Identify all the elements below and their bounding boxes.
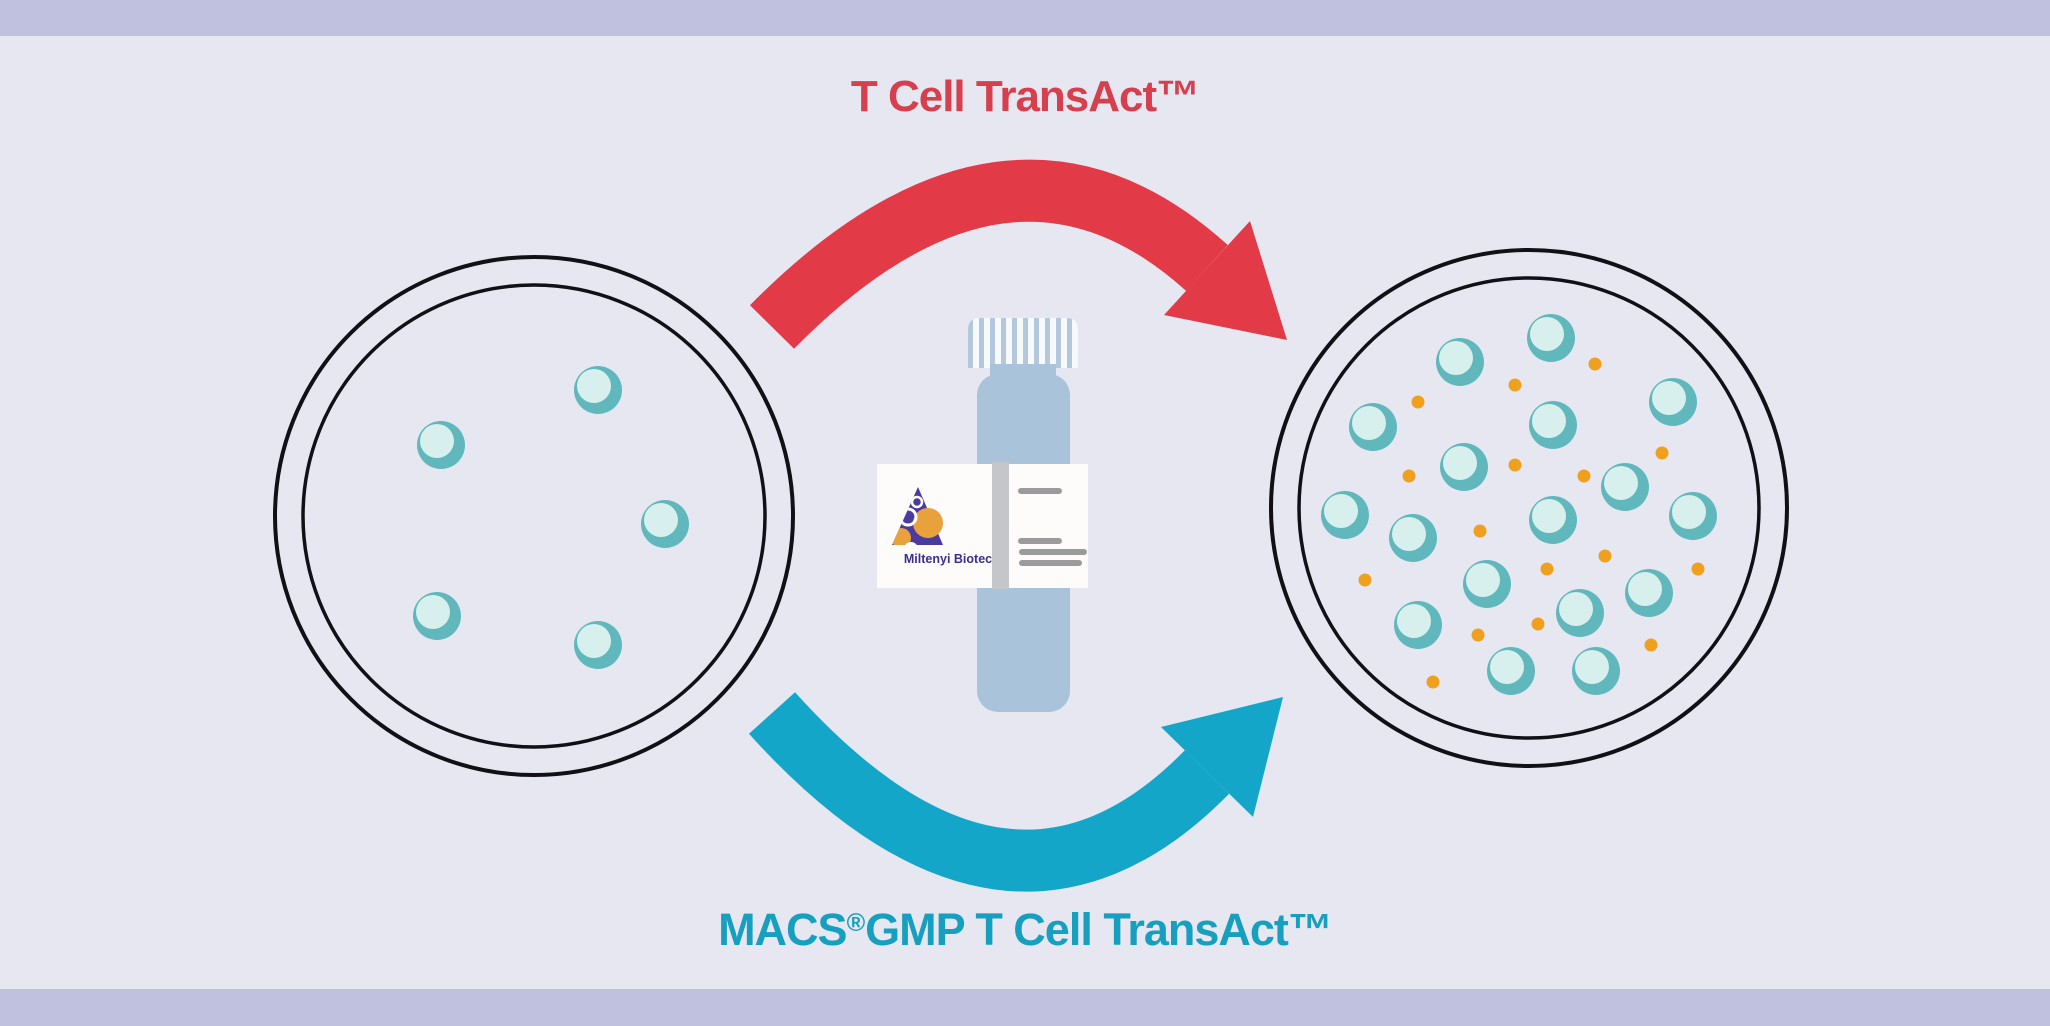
t-cell-inner [1439,341,1473,375]
petri-dish-inner-ring [301,283,767,749]
transact-reagent-dot [1691,562,1705,576]
t-cell-inner [416,595,450,629]
transact-reagent-dot [1473,524,1487,538]
t-cell-inner [1672,495,1706,529]
vial-label-fold [992,462,1009,589]
petri-dish-outer-ring [273,255,795,777]
registered-mark: ® [846,909,866,937]
t-cell-inner [1559,592,1593,626]
transact-reagent-dot [1577,469,1591,483]
red-arrow-band [749,159,1228,349]
t-cell-inner [420,424,454,458]
t-cell-inner [1575,650,1609,684]
transact-reagent-dot [1531,617,1545,631]
petri-dish-before [273,255,795,777]
red-arrow-head [1164,221,1287,340]
t-cell-inner [1530,317,1564,351]
teal-curved-arrow [748,692,1283,892]
bottom-banner-bar [0,989,2050,1026]
t-cell-inner [1652,381,1686,415]
t-cell-inner [1397,604,1431,638]
petri-dish-outer-ring [1269,248,1789,768]
transact-reagent-dot [1540,562,1554,576]
transact-reagent-dot [1402,469,1416,483]
transact-reagent-dot [1471,628,1485,642]
label-text-line [1019,560,1082,566]
t-cell-inner [1466,563,1500,597]
transact-reagent-dot [1358,573,1372,587]
transact-reagent-dot [1588,357,1602,371]
t-cell-inner [1324,494,1358,528]
logo-text: Miltenyi Biotec [904,552,992,566]
t-cell-inner [1532,404,1566,438]
transact-reagent-dot [1508,458,1522,472]
petri-dish-inner-ring [1297,276,1761,740]
t-cell-inner [1490,650,1524,684]
logo-orange-circle-large [913,508,943,538]
t-cell-inner [1392,517,1426,551]
title-macs-gmp-t-cell-transact: MACS®GMP T Cell TransAct™ [0,901,2050,952]
top-banner-bar [0,0,2050,36]
reagent-vial: Miltenyi Biotec [877,318,1088,712]
title-t-cell-transact: T Cell TransAct™ [850,72,1200,121]
red-curved-arrow [749,159,1287,349]
teal-arrow-head [1161,697,1283,817]
transact-reagent-dot [1426,675,1440,689]
teal-arrow-band [748,692,1230,892]
title-bottom-macs: MACS [718,903,847,955]
label-text-line [1018,488,1062,494]
t-cell-inner [577,624,611,658]
petri-dish-after [1269,248,1789,768]
t-cell-inner [1352,406,1386,440]
t-cell-inner [1604,466,1638,500]
transact-reagent-dot [1644,638,1658,652]
logo-white-ring-small [910,495,924,509]
t-cell-inner [1628,572,1662,606]
vial-label-right [1009,464,1088,588]
label-text-line [1018,538,1062,544]
transact-reagent-dot [1508,378,1522,392]
t-cell-inner [1532,499,1566,533]
transact-reagent-dot [1655,446,1669,460]
t-cell-inner [644,503,678,537]
label-text-line [1019,549,1087,555]
vial-cap [968,318,1078,368]
title-bottom-rest: GMP T Cell TransAct™ [865,903,1333,955]
t-cell-inner [1443,446,1477,480]
transact-reagent-dot [1598,549,1612,563]
transact-reagent-dot [1411,395,1425,409]
t-cell-inner [577,369,611,403]
